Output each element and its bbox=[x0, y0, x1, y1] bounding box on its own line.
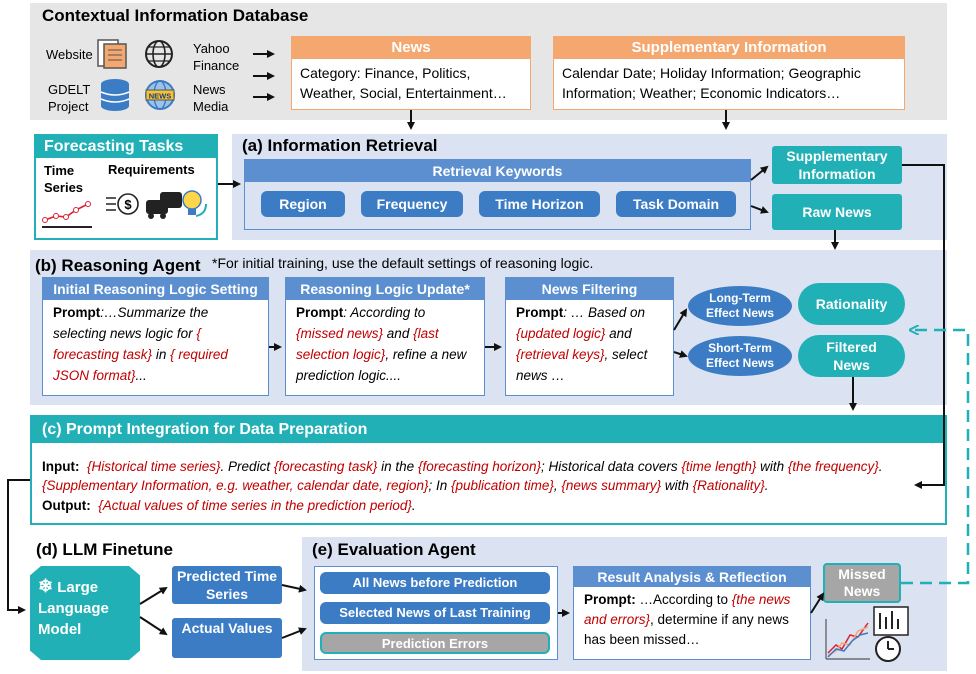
prompt-integration-header: (c) Prompt Integration for Data Preparat… bbox=[32, 417, 945, 443]
all-news-item: All News before Prediction bbox=[320, 572, 550, 594]
database-title: Contextual Information Database bbox=[42, 6, 309, 25]
news-category-box: News Category: Finance, Politics, Weathe… bbox=[291, 36, 531, 110]
news-filtering-box: News Filtering Prompt: … Based on {updat… bbox=[505, 277, 674, 396]
keyword-task-domain: Task Domain bbox=[616, 191, 736, 217]
long-term-news: Long-Term Effect News bbox=[688, 286, 792, 326]
initial-logic-header: Initial Reasoning Logic Setting bbox=[43, 278, 268, 300]
retrieval-title: (a) Information Retrieval bbox=[242, 136, 438, 155]
reasoning-note: *For initial training, use the default s… bbox=[212, 255, 594, 271]
news-header: News bbox=[292, 37, 530, 59]
short-term-news: Short-Term Effect News bbox=[688, 336, 792, 376]
initial-logic-prompt: Prompt:…Summarize the selecting news log… bbox=[53, 305, 228, 383]
analysis-chart-icon bbox=[822, 605, 914, 665]
missed-news-box: Missed News bbox=[823, 563, 901, 603]
result-analysis-prompt: Prompt: …According to {the news and erro… bbox=[584, 592, 791, 647]
globe-icon bbox=[142, 38, 176, 70]
forecasting-tasks-box: Forecasting Tasks Time Series Requiremen… bbox=[34, 134, 218, 240]
news-body: Category: Finance, Politics, Weather, So… bbox=[300, 65, 507, 101]
time-series-icon bbox=[42, 200, 96, 230]
forecasting-tasks-header: Forecasting Tasks bbox=[36, 136, 216, 158]
raw-news-box: Raw News bbox=[772, 194, 902, 230]
database-icon bbox=[98, 78, 132, 114]
keyword-time-horizon: Time Horizon bbox=[479, 191, 600, 217]
supplementary-info-box: Supplementary Information Calendar Date;… bbox=[553, 36, 905, 110]
logic-update-box: Reasoning Logic Update* Prompt: Accordin… bbox=[285, 277, 485, 396]
prediction-errors-item: Prediction Errors bbox=[320, 632, 550, 654]
keyword-region: Region bbox=[261, 191, 345, 217]
source-website-label: Website bbox=[46, 47, 93, 62]
time-series-label: Time Series bbox=[44, 163, 84, 195]
keyword-frequency: Frequency bbox=[361, 191, 463, 217]
logic-update-header: Reasoning Logic Update* bbox=[286, 278, 484, 300]
evaluation-inputs-box: All News before Prediction Selected News… bbox=[314, 566, 558, 660]
llm-box: ❄ Large Language Model bbox=[30, 566, 140, 660]
logic-update-prompt: Prompt: According to {missed news} and {… bbox=[296, 305, 467, 383]
filtered-news-box: Filtered News bbox=[798, 335, 905, 377]
result-analysis-header: Result Analysis & Reflection bbox=[574, 567, 810, 587]
svg-text:NEWS: NEWS bbox=[149, 92, 172, 101]
result-analysis-box: Result Analysis & Reflection Prompt: …Ac… bbox=[573, 566, 811, 660]
retrieval-keywords-header: Retrieval Keywords bbox=[245, 160, 750, 182]
svg-text:$: $ bbox=[124, 197, 132, 212]
actual-values-box: Actual Values bbox=[172, 618, 282, 658]
prompt-output-text: Output: {Actual values of time series in… bbox=[42, 498, 416, 513]
news-filtering-prompt: Prompt: … Based on {updated logic} and {… bbox=[516, 305, 648, 383]
news-filtering-header: News Filtering bbox=[506, 278, 673, 300]
supplementary-header: Supplementary Information bbox=[554, 37, 904, 59]
llm-label: Large Language Model bbox=[38, 579, 109, 638]
predicted-series-box: Predicted Time Series bbox=[172, 566, 282, 604]
selected-news-item: Selected News of Last Training bbox=[320, 602, 550, 624]
news-globe-icon: NEWS bbox=[142, 78, 178, 112]
reasoning-title: (b) Reasoning Agent bbox=[35, 256, 201, 275]
supplementary-output-box: Supplementary Information bbox=[772, 146, 902, 184]
document-icon bbox=[96, 38, 130, 70]
initial-logic-box: Initial Reasoning Logic Setting Prompt:…… bbox=[42, 277, 269, 396]
supplementary-body: Calendar Date; Holiday Information; Geog… bbox=[562, 65, 861, 101]
finetune-title: (d) LLM Finetune bbox=[36, 540, 173, 559]
rationality-box: Rationality bbox=[798, 283, 905, 325]
prompt-integration-box: (c) Prompt Integration for Data Preparat… bbox=[30, 415, 947, 525]
prompt-input-text: Input: {Historical time series}. Predict… bbox=[42, 459, 883, 493]
evaluation-title: (e) Evaluation Agent bbox=[312, 540, 476, 559]
requirements-label: Requirements bbox=[108, 162, 195, 177]
requirements-icons: $ bbox=[102, 186, 214, 228]
snowflake-icon: ❄ bbox=[38, 576, 54, 596]
